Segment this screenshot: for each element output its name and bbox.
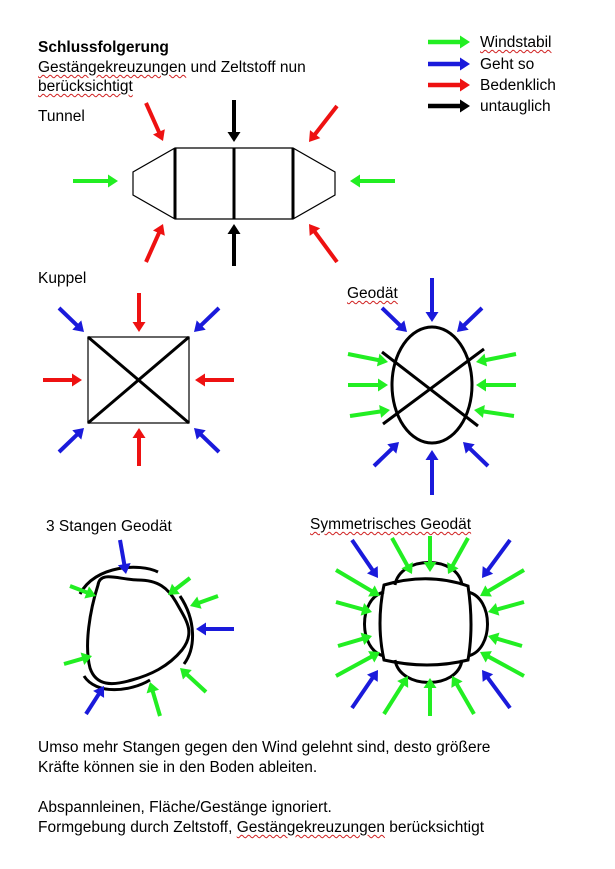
three-pole-arrow-g4: [63, 652, 92, 666]
three-pole-arc-2: [178, 595, 195, 665]
footer-p2-suffix: berücksichtigt: [384, 819, 485, 836]
tunnel-arrow-top: [227, 100, 241, 142]
kuppel-arrow-tr: [194, 306, 221, 332]
geodaet-arrow-br: [463, 442, 490, 468]
sym-arrow-g-bot2: [423, 678, 437, 716]
tunnel-arrow-right: [350, 174, 395, 188]
sym-arrow-b-tr: [482, 538, 512, 578]
three-pole-arc-3: [82, 675, 151, 692]
subtitle-line-1: Gestängekreuzungen und Zeltstoff nun: [38, 58, 306, 77]
label-three-pole: 3 Stangen Geodät: [46, 518, 172, 535]
legend-arrow-geht-so: [428, 57, 470, 71]
label-symmetric-text: Symmetrisches Geodät: [310, 516, 472, 533]
footer-p2-line1: Abspannleinen, Fläche/Gestänge ignoriert…: [38, 799, 332, 816]
sym-arrow-g-r4: [480, 651, 525, 678]
legend-label-bedenklich: Bedenklich: [480, 77, 556, 94]
geodaet-arrow-r1: [476, 352, 517, 367]
symmetric-outline: [378, 577, 473, 667]
tunnel-arrow-left: [73, 174, 118, 188]
geodaet-arrow-top: [425, 278, 439, 322]
sym-arrow-g-l1: [334, 568, 380, 597]
legend-label-untauglich: untauglich: [480, 98, 551, 115]
tunnel-arrow-tr: [309, 104, 339, 142]
legend-label-windstabil: Windstabil: [480, 34, 552, 51]
geodaet-arrow-r2: [476, 378, 516, 392]
subtitle-rest: und Zeltstoff nun: [186, 59, 306, 76]
subtitle-line-2: berücksichtigt: [38, 77, 133, 96]
sym-arrow-b-tl: [350, 538, 378, 578]
kuppel-pole-2: [87, 335, 190, 425]
sym-arrow-g-r1: [480, 568, 526, 597]
subtitle-wavy-word: Gestängekreuzungen: [38, 59, 187, 76]
footer-p1-line1: Umso mehr Stangen gegen den Wind gelehnt…: [38, 739, 491, 756]
footer-p2-wavy: Gestängekreuzungen: [236, 819, 385, 836]
geodaet-arrow-tr: [457, 306, 484, 332]
geodaet-arrow-r3: [474, 405, 515, 418]
sym-arrow-g-top1: [390, 537, 413, 574]
three-pole-arrow-g3: [190, 594, 219, 609]
legend-arrow-untauglich: [428, 99, 470, 113]
tunnel-arrow-bl: [144, 224, 165, 263]
footer-p1-line2: Kräfte können sie in den Boden ableiten.: [38, 759, 318, 776]
kuppel-arrow-bl: [57, 428, 84, 454]
tunnel-arrow-tl: [144, 102, 165, 141]
tunnel-arrow-br: [309, 224, 339, 264]
sym-arrow-g-l2: [335, 600, 372, 616]
sym-arrow-b-br: [482, 670, 512, 710]
geodaet-arrow-bottom: [425, 450, 439, 495]
footer-p2-line2: Formgebung durch Zeltstoff, Gestängekreu…: [38, 818, 484, 837]
kuppel-arrow-top: [132, 293, 146, 332]
sym-arrow-g-r3: [488, 632, 523, 648]
kuppel-arrow-bottom: [132, 428, 146, 466]
geodaet-arrow-tl: [380, 306, 407, 332]
label-symmetric: Symmetrisches Geodät: [310, 515, 471, 534]
geodaet-pole-2: [382, 347, 485, 426]
wind-arrows: [43, 35, 526, 717]
kuppel-arrow-br: [194, 428, 221, 454]
three-pole-outline: [86, 575, 191, 686]
sym-arrow-g-top3: [447, 537, 470, 574]
label-geodaet: Geodät: [347, 285, 398, 302]
three-pole-arrow-bl: [84, 686, 105, 716]
symmetric-arc-right: [467, 590, 489, 658]
three-pole-arrow-right: [196, 622, 234, 636]
legend-arrow-bedenklich: [428, 78, 470, 92]
kuppel-arrow-left: [43, 373, 82, 387]
three-pole-arrow-g2: [168, 576, 192, 595]
sym-arrow-g-bot1: [382, 676, 409, 716]
kuppel-arrow-tl: [57, 306, 84, 332]
sym-arrow-g-top2: [423, 536, 437, 572]
sym-arrow-g-bot3: [451, 676, 476, 716]
three-pole-arc-1: [78, 565, 159, 595]
kuppel-arrow-right: [195, 373, 234, 387]
three-pole-arrow-top: [117, 539, 131, 574]
subtitle-wavy-word-2: berücksichtigt: [38, 78, 133, 95]
sym-arrow-g-l3: [337, 632, 372, 648]
tunnel-arrow-bottom: [227, 224, 241, 266]
label-kuppel: Kuppel: [38, 270, 87, 287]
tent-shapes: [78, 147, 489, 692]
legend-label-geht-so: Geht so: [480, 56, 535, 73]
page-title: Schlussfolgerung: [38, 39, 169, 56]
footer-p2-prefix: Formgebung durch Zeltstoff,: [38, 819, 237, 836]
geodaet-arrow-bl: [372, 442, 399, 468]
geodaet-arrow-l1: [347, 352, 388, 367]
geodaet-arrow-l2: [348, 378, 388, 392]
sym-arrow-g-r2: [488, 600, 525, 616]
legend-arrow-windstabil: [428, 35, 470, 49]
sym-arrow-b-bl: [350, 670, 378, 710]
label-tunnel: Tunnel: [38, 108, 85, 125]
geodaet-outline: [390, 325, 474, 445]
three-pole-arrow-g5: [146, 682, 162, 717]
three-pole-arrow-g1: [69, 584, 96, 599]
sym-arrow-g-l4: [335, 651, 380, 678]
three-pole-arrow-g6: [180, 668, 208, 694]
geodaet-arrow-l3: [349, 405, 390, 418]
